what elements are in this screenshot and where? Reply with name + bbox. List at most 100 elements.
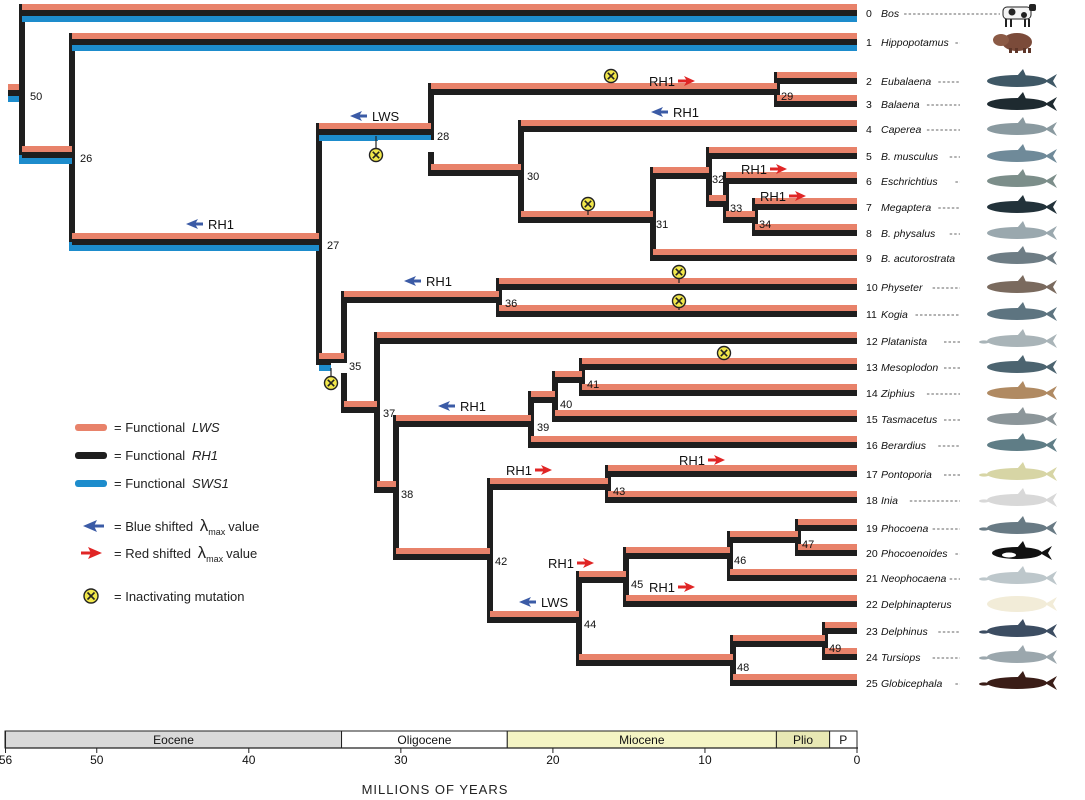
inactivating-mutation-icon [716,345,732,361]
dorsal-fin [1017,169,1026,176]
fluke [1040,546,1052,560]
dorsal-fin [1017,645,1026,652]
tip-number: 24 [866,652,878,664]
tip-name: Delphinapterus [881,599,952,611]
fluke [1045,571,1057,585]
tip-number: 7 [866,202,872,214]
species-icons [979,4,1057,690]
node-label-38: 38 [401,489,413,501]
fluke [1045,174,1057,188]
body [987,361,1047,373]
blue-arrow-icon [186,219,203,229]
axis-label: MILLIONS OF YEARS [362,782,509,797]
body [987,596,1047,612]
body [992,547,1042,559]
red-arrow-icon [708,455,725,465]
tip-name: Tasmacetus [881,414,938,426]
arrow-shaft [770,167,779,171]
fluke [1045,412,1057,426]
tip-name: Delphinus [881,626,928,638]
epoch-label: P [839,733,847,747]
node-label-37: 37 [383,408,395,420]
inactivating-mutation-icon [323,375,339,391]
annotation-label: RH1 [506,463,532,478]
tip-name: Bos [881,8,900,20]
axis-tick-label: 20 [546,753,560,767]
annotation-rh1-red-18: RH1 [679,453,725,468]
annotation-label: RH1 [679,453,705,468]
body [987,75,1047,87]
beluga-icon [987,596,1057,612]
body [987,387,1047,399]
node-label-50: 50 [30,91,42,103]
body [987,227,1047,239]
tip-name: Kogia [881,309,908,321]
rostrum [979,473,989,477]
body [987,150,1047,162]
tip-name: Eschrichtius [881,176,938,188]
dorsal-fin [1017,117,1026,124]
body [987,175,1047,187]
arrow-shaft [577,561,586,565]
inactivating-mutation-icon [580,196,596,212]
node-label-26: 26 [80,153,92,165]
orca-icon [992,541,1052,560]
dolphin-icon [979,329,1057,348]
annotation-lws-blue-44: LWS [519,595,569,610]
dorsal-fin [1017,566,1026,573]
node-label-43: 43 [613,486,625,498]
tip-number: 1 [866,37,872,49]
annotation-label: RH1 [460,399,486,414]
node-label-46: 46 [734,555,746,567]
blue-arrow-icon [350,111,367,121]
body [987,677,1047,689]
mutation-cross [607,72,615,80]
epoch-label: Oligocene [397,733,451,747]
dorsal-fin [1017,195,1026,202]
arrow-shaft [708,458,717,462]
node-label-49: 49 [829,643,841,655]
annotation-rh1-blue-39: RH1 [438,399,486,414]
tip-number: 19 [866,523,878,535]
arrow-head [651,107,663,117]
tip-number: 22 [866,599,878,611]
fluke [1045,521,1057,535]
dorsal-fin [1017,69,1026,76]
arrow-shaft [789,194,798,198]
annotation-rh1-red-7: RH1 [760,189,806,204]
node-label-41: 41 [587,379,599,391]
whale-icon [987,144,1057,163]
inactivating-mutation-icon [603,68,619,84]
tip-name: Tursiops [881,652,921,664]
dorsal-fin [1017,619,1026,626]
dorsal-fin [1017,671,1026,678]
fluke [1045,122,1057,136]
body [987,494,1047,506]
tip-number: 12 [866,336,878,348]
legend-lws-swatch [75,424,107,431]
dorsal-fin [1017,329,1026,336]
annotation-label: LWS [541,595,569,610]
tip-name: Mesoplodon [881,362,938,374]
rostrum [979,499,989,503]
fluke [1045,493,1057,507]
axis-tick-label: 10 [698,753,712,767]
dorsal-fin [1017,541,1026,548]
body [987,572,1047,584]
tip-name: Pontoporia [881,469,932,481]
whale-icon [987,407,1057,426]
tip-name: B. acutorostrata [881,253,955,265]
fluke [1045,676,1057,690]
arrow-shaft [359,114,367,118]
mutation-cross [675,297,683,305]
legend-lws-prefix: = Functional [114,420,185,435]
hippo-leg [1009,48,1012,53]
inactivating-mutation-icon [671,264,687,280]
node-label-28: 28 [437,131,449,143]
whale-icon [987,246,1057,265]
tip-number: 6 [866,176,872,188]
body [987,651,1047,663]
fluke [1045,360,1057,374]
